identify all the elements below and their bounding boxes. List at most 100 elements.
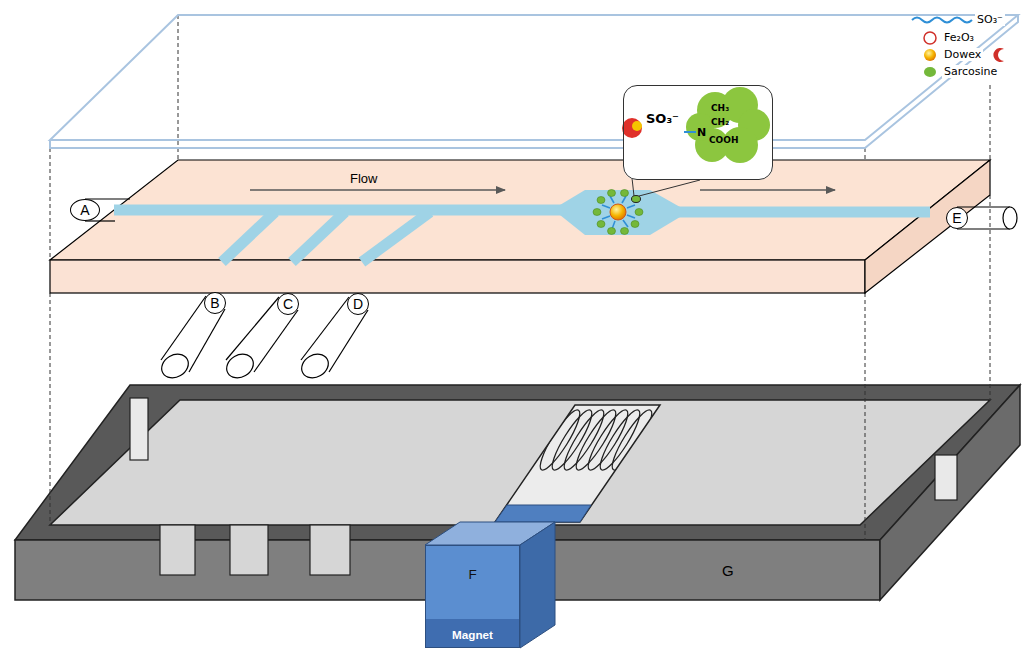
flow-label: Flow <box>350 172 377 185</box>
transparent-lid <box>50 15 1018 140</box>
port-letter: D <box>353 297 363 311</box>
alignment-lines <box>990 195 991 400</box>
flow-arrows <box>700 189 835 190</box>
inlet-tubes <box>157 349 192 382</box>
dowex-particle <box>622 196 626 203</box>
channels <box>222 212 275 262</box>
dowex-particle <box>602 205 610 208</box>
spring-slot <box>495 405 660 522</box>
holder-notches <box>935 455 957 500</box>
dowex-particle <box>632 196 641 203</box>
legend-samples <box>912 18 1004 78</box>
dowex-particle <box>621 228 629 235</box>
port-letter: E <box>952 211 961 225</box>
flow-arrows <box>250 189 835 190</box>
base-holder <box>15 385 1020 540</box>
legend-text: Fe₂O₃ <box>942 31 976 44</box>
dowex-particle <box>593 190 643 235</box>
group-formula: COOH <box>709 136 738 145</box>
holder-notches <box>130 398 148 460</box>
inset-illustration <box>623 85 773 180</box>
group-formula: CH₃ <box>711 104 729 113</box>
legend-text: Dowex <box>942 48 983 61</box>
port-label: E <box>946 207 968 229</box>
magnet-block <box>425 522 555 648</box>
alignment-lines <box>50 15 990 540</box>
channels <box>678 207 930 218</box>
alignment-lines <box>50 148 51 260</box>
base-holder <box>880 385 1020 600</box>
inlet-tubes <box>254 310 298 372</box>
microfluidic-chip <box>50 160 990 293</box>
channels <box>362 212 430 262</box>
magnet-block <box>520 522 555 648</box>
microfluidic-chip <box>865 160 990 293</box>
spring-slot <box>495 405 660 522</box>
spring-symbol <box>535 406 658 474</box>
dowex-particle <box>621 190 629 197</box>
magnet-block: FMagnet <box>425 545 520 648</box>
inlet-tubes <box>1003 207 1017 229</box>
inlet-tubes <box>85 220 115 221</box>
port-label: A <box>70 199 100 221</box>
inlet-tubes <box>226 297 279 360</box>
spring-symbol <box>535 406 586 474</box>
legend-text: SO₃⁻ <box>975 13 1005 26</box>
inset-illustration <box>632 178 634 196</box>
inset-illustration <box>632 121 642 131</box>
dowex-particle <box>627 215 635 218</box>
dowex-particle <box>593 209 601 216</box>
microfluidic-chip <box>50 260 865 293</box>
channels <box>114 190 930 262</box>
inlet-tubes <box>85 199 1017 383</box>
spring-slot <box>495 505 591 522</box>
dowex-particle <box>597 197 605 204</box>
inlet-tubes <box>222 349 257 382</box>
inlet-tubes <box>957 228 1010 229</box>
inlet-tubes <box>957 206 1010 207</box>
dowex-particle <box>635 209 643 216</box>
spring-symbol <box>559 406 610 474</box>
legend-samples <box>924 32 936 44</box>
atom-label: N <box>697 127 706 138</box>
legend-samples <box>924 67 936 77</box>
spring-symbol <box>571 406 622 474</box>
spring-symbol <box>595 406 646 474</box>
inset-illustration <box>684 131 696 133</box>
port-label: C <box>277 293 299 315</box>
spring-symbol <box>583 406 634 474</box>
dowex-particle <box>602 216 610 219</box>
legend-samples <box>912 18 972 23</box>
holder-notches <box>160 525 195 575</box>
base-holder <box>50 400 990 525</box>
port-letter: C <box>283 297 293 311</box>
inset-bubble: SO₃⁻NCH₃CH₂COOH <box>623 85 773 180</box>
port-label: D <box>347 293 369 315</box>
port-letter: A <box>80 203 89 217</box>
alignment-lines <box>990 85 991 160</box>
inset-illustration <box>686 87 770 163</box>
spring-symbol <box>607 406 658 474</box>
alignment-lines <box>178 15 179 160</box>
dowex-particle <box>631 221 639 228</box>
spring-symbol <box>547 406 598 474</box>
dowex-particle <box>627 205 635 208</box>
part-label: F <box>426 568 519 582</box>
port-label: B <box>204 292 226 314</box>
alignment-lines <box>50 293 51 525</box>
part-label: G <box>722 563 734 578</box>
microfluidic-chip <box>50 160 990 260</box>
dowex-particle <box>610 196 614 203</box>
group-formula: SO₃⁻ <box>646 112 679 125</box>
dowex-particle <box>608 190 616 197</box>
holder-notches <box>230 525 268 575</box>
inset-illustration <box>622 85 773 196</box>
flow-arrows <box>250 189 505 190</box>
inset-illustration <box>622 118 642 138</box>
inlet-tubes <box>161 296 206 360</box>
dowex-particle <box>597 221 605 228</box>
transparent-lid <box>50 15 1018 148</box>
legend-samples <box>924 49 936 61</box>
legend-text: Sarcosine <box>942 65 999 78</box>
